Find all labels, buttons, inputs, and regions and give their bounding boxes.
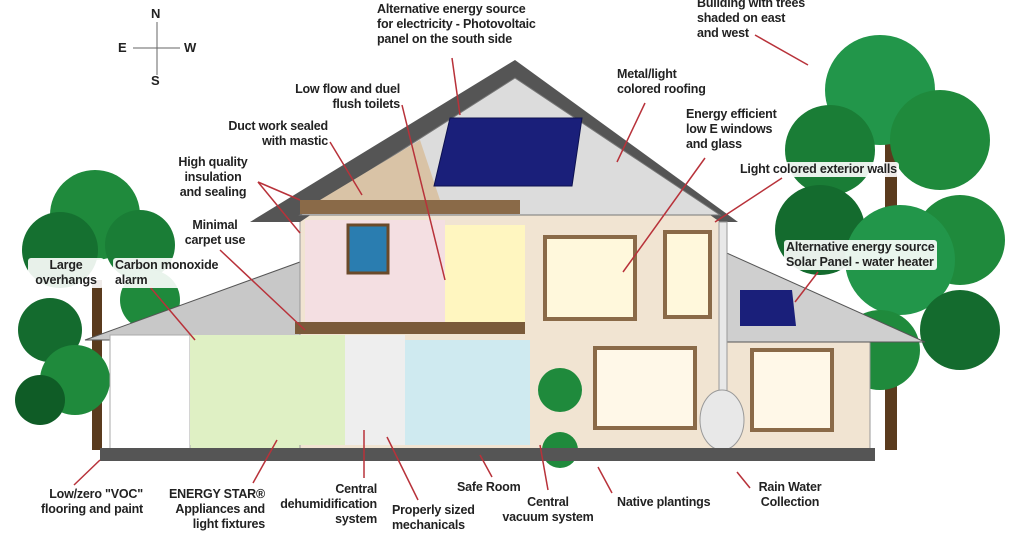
label-insulation: High quality insulation and sealing [178, 155, 248, 199]
compass-south: S [151, 73, 160, 88]
label-rain: Rain Water Collection [758, 480, 822, 509]
label-walls: Light colored exterior walls [738, 162, 899, 177]
compass-north: N [151, 6, 161, 21]
label-co-alarm: Carbon monoxide alarm [113, 258, 221, 288]
label-overhangs: Large overhangs [28, 258, 104, 288]
compass-west: W [184, 40, 197, 55]
label-duct: Duct work sealed with mastic [228, 119, 328, 148]
label-windows: Energy efficient low E windows and glass [686, 107, 777, 151]
rain-barrel [699, 389, 745, 451]
label-safe-room: Safe Room [457, 480, 521, 494]
label-pv-panel: Alternative energy source for electricit… [377, 2, 536, 46]
main-house [190, 60, 834, 468]
label-toilets: Low flow and duel flush toilets [295, 82, 400, 111]
label-roofing: Metal/light colored roofing [617, 67, 706, 96]
foundation [100, 448, 875, 461]
compass-east: E [118, 40, 127, 55]
solar-water-panel [740, 290, 796, 326]
label-dehumid: Central dehumidification system [280, 482, 377, 526]
callout-arrows [73, 34, 819, 501]
label-trees-shade: Building with trees shaded on east and w… [697, 0, 806, 40]
photovoltaic-panel [433, 117, 583, 187]
label-carpet: Minimal carpet use [184, 218, 246, 247]
label-vacuum: Central vacuum system [502, 495, 594, 524]
label-solar-water: Alternative energy source Solar Panel - … [784, 240, 937, 270]
label-voc: Low/zero "VOC" flooring and paint [41, 487, 143, 516]
label-mechanicals: Properly sized mechanicals [392, 503, 475, 532]
label-energy-star: ENERGY STAR® Appliances and light fixtur… [169, 487, 265, 531]
label-native: Native plantings [617, 495, 711, 509]
